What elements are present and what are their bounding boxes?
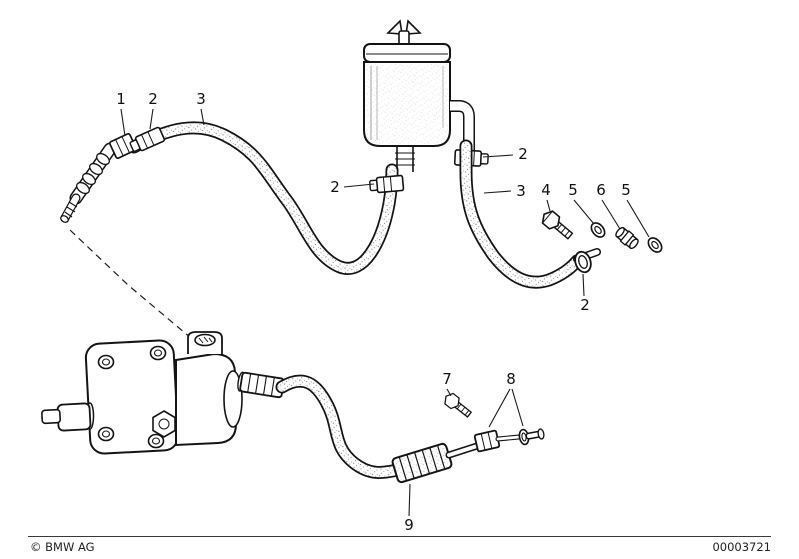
- copyright-text: © BMW AG: [30, 540, 95, 554]
- return-hose-left: [134, 128, 392, 269]
- seal-ring-b: [647, 237, 663, 253]
- reservoir-lid: [363, 43, 451, 63]
- seal-ring-a: [590, 222, 606, 238]
- callout-4: 4: [541, 181, 551, 199]
- callout-3-right-hose: 3: [516, 182, 526, 200]
- pump-drive-shaft: [41, 402, 95, 432]
- callout-leaders: [120, 108, 650, 517]
- left-hose-connector: [60, 142, 117, 223]
- callout-1: 1: [116, 90, 126, 108]
- locating-dashed-line: [69, 229, 205, 350]
- callout-labels: 1 2 3 2 2 3 4 5 6 5 2 7 8 9: [116, 90, 631, 534]
- banjo-bolt: [441, 390, 473, 418]
- callout-7: 7: [442, 370, 452, 388]
- union-fitting: [615, 226, 639, 250]
- callout-2-left-clamp: 2: [148, 90, 158, 108]
- drawing-number: 00003721: [712, 540, 771, 554]
- callout-5-b: 5: [621, 181, 631, 199]
- callout-5-a: 5: [568, 181, 578, 199]
- pump-hex-plug: [152, 410, 176, 438]
- hose-end-ferrule: [109, 133, 137, 159]
- footer: © BMW AG 00003721: [28, 536, 771, 554]
- return-hose-right: [466, 146, 577, 282]
- right-hose-end-fitting: [573, 248, 601, 274]
- callout-3-left-hose: 3: [196, 90, 206, 108]
- callout-8: 8: [506, 370, 516, 388]
- pipe-coupling-nut: [473, 429, 501, 453]
- pump-bolt-holes: [97, 345, 167, 449]
- callout-2-hose-end: 2: [580, 296, 590, 314]
- pressure-pipe: [445, 428, 545, 459]
- steering-pump-assembly: [41, 331, 285, 455]
- hose-clamp-left: [127, 126, 166, 155]
- hose-clamp-reservoir-bottom: [368, 174, 405, 195]
- callout-6: 6: [596, 181, 606, 199]
- callout-2-reservoir-bottom: 2: [330, 178, 340, 196]
- pressure-hose: [282, 381, 398, 472]
- fluid-reservoir: [363, 19, 469, 172]
- callout-2-outlet-clamp: 2: [518, 145, 528, 163]
- reservoir-wing-nut-icon: [386, 19, 422, 46]
- pump-pressure-outlet: [237, 371, 285, 399]
- pressure-hose-coupling: [391, 442, 453, 484]
- pump-suction-port: [187, 331, 223, 354]
- callout-9: 9: [404, 516, 414, 534]
- hollow-bolt-part: [538, 207, 574, 240]
